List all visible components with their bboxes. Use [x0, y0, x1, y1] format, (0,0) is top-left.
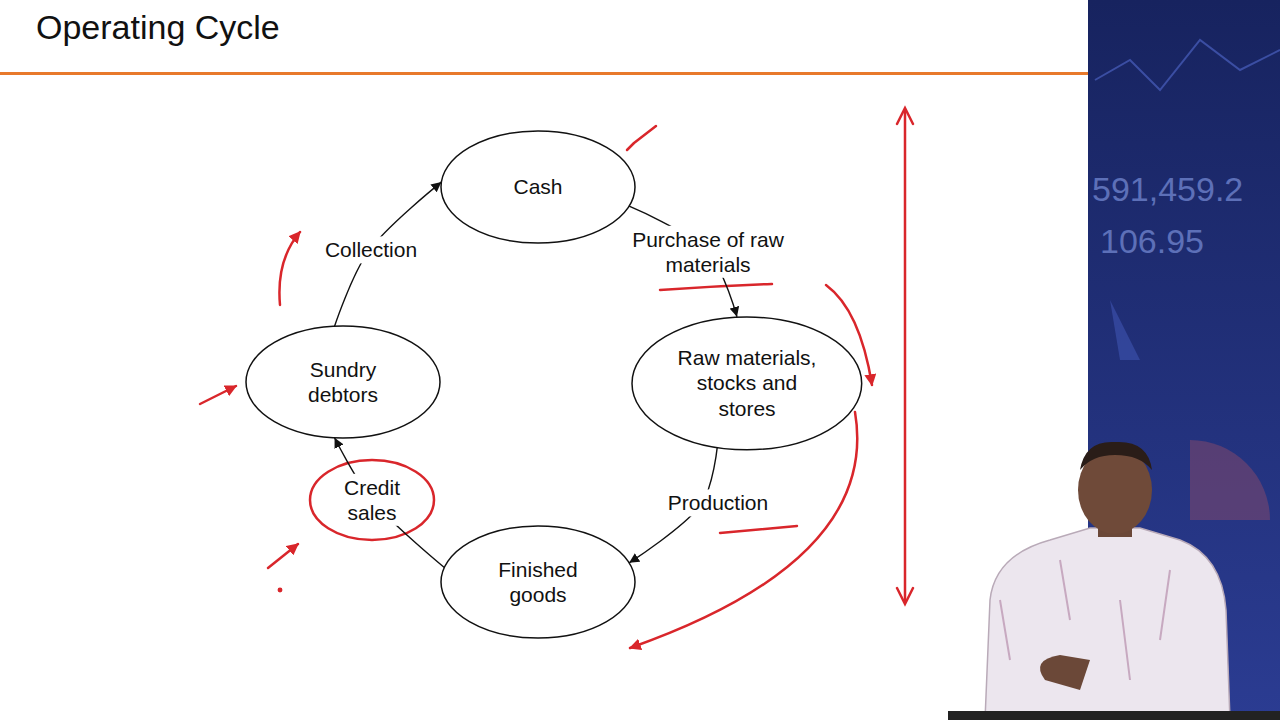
- panel-chart-line: [1095, 40, 1280, 90]
- span-arrow: [904, 112, 907, 600]
- edge-label: Collection: [322, 236, 420, 263]
- presenter-shirt: [985, 528, 1230, 720]
- node-label: Raw materials, stocks and stores: [672, 345, 822, 421]
- span-arrow-heads: [897, 108, 913, 604]
- ellipse-outline: [245, 325, 441, 439]
- presenter-hair: [1080, 442, 1152, 470]
- background-number: 591,459.2: [1092, 170, 1243, 209]
- background-number: 106.95: [1100, 222, 1204, 261]
- ellipse-shape: [632, 317, 862, 450]
- panel-pie: [1190, 440, 1270, 520]
- cycle-ellipse: Finished goods: [440, 525, 636, 639]
- edge-label: Credit sales: [332, 474, 413, 526]
- cycle-ellipse: Raw materials, stocks and stores: [631, 316, 863, 451]
- panel-shape: [1110, 300, 1140, 360]
- underline: [660, 284, 772, 290]
- ellipse-outline: [440, 525, 636, 639]
- highlight-circle: [310, 460, 434, 540]
- cycle-ellipse: Cash: [440, 130, 636, 244]
- check-mark: [627, 126, 656, 150]
- presenter: [948, 442, 1280, 720]
- ellipse-shape: [441, 526, 635, 638]
- ellipse-shape: [441, 131, 635, 243]
- annotation-arrow: [279, 232, 300, 305]
- presenter-hand: [1040, 655, 1090, 690]
- annotations: [200, 108, 913, 648]
- slide-title: Operating Cycle: [36, 8, 280, 47]
- node-label: Cash: [463, 174, 613, 199]
- title-rule: [0, 72, 1088, 75]
- annotation-dot: [279, 589, 281, 591]
- edge-label: Production: [665, 489, 771, 516]
- edge-label: Purchase of raw materials: [623, 226, 794, 278]
- annotation-arrow: [268, 544, 298, 568]
- node-label: Sundry debtors: [293, 357, 393, 407]
- podium: [948, 711, 1280, 720]
- underline: [720, 526, 797, 533]
- annotation-arrow: [200, 386, 236, 404]
- cycle-ellipse: Sundry debtors: [245, 325, 441, 439]
- node-label: Finished goods: [483, 557, 593, 607]
- ellipse-shape: [246, 326, 440, 438]
